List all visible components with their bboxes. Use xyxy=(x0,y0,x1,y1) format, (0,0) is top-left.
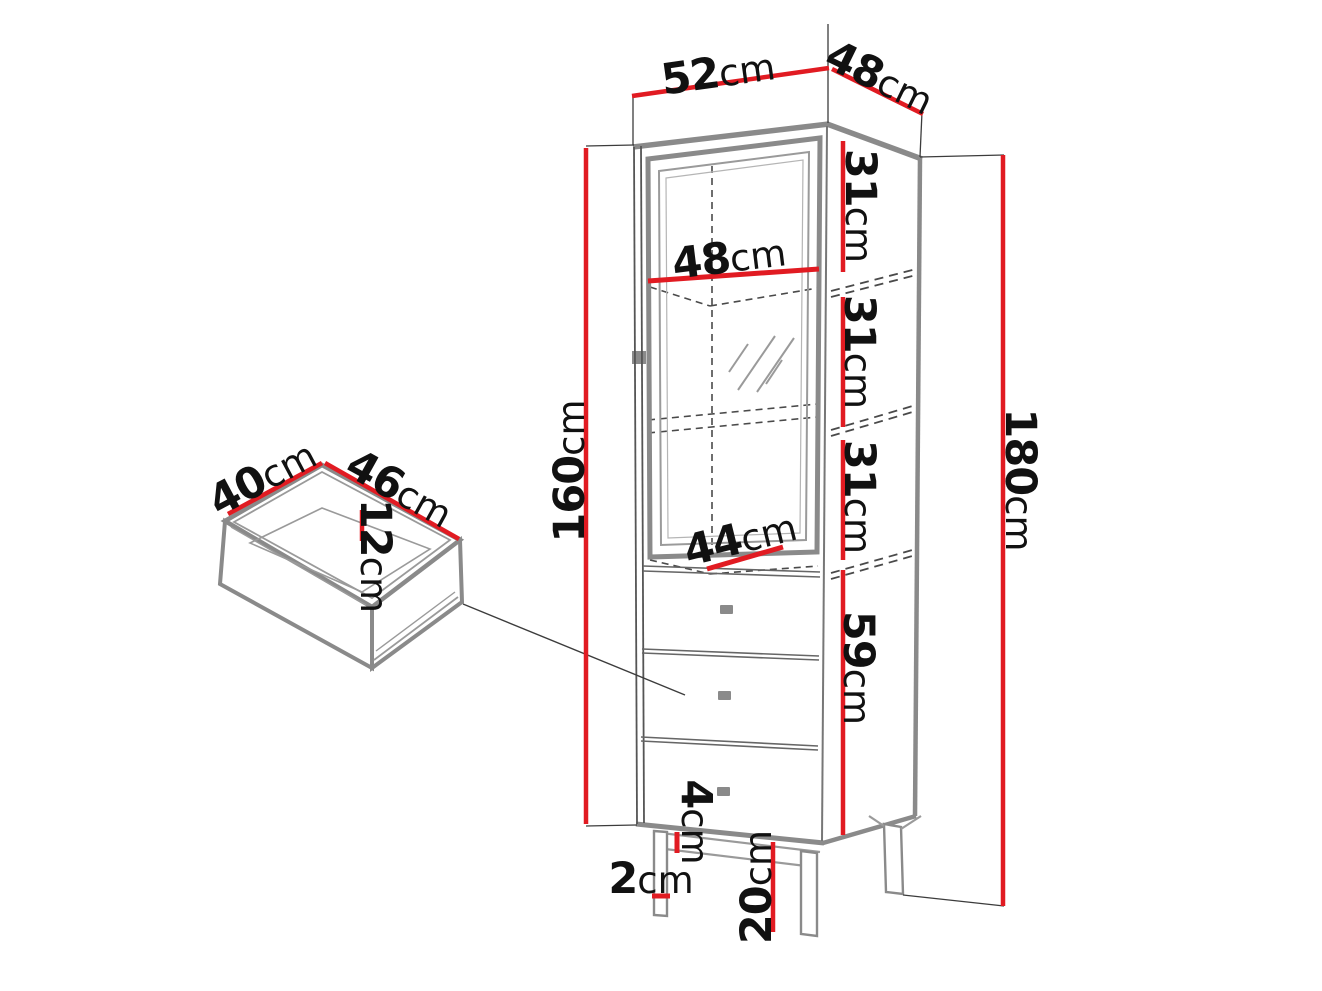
door-inner-frame xyxy=(657,150,811,547)
extension-lines xyxy=(585,24,1005,907)
reflection-stroke xyxy=(737,335,776,391)
drawer-area xyxy=(640,565,821,796)
left-edge-inner xyxy=(640,145,645,824)
label-lower-interior-width: 44cm xyxy=(679,501,802,577)
shelf2-dashed-b xyxy=(647,416,819,434)
reflection-stroke xyxy=(728,343,749,373)
interior-dashed-lines xyxy=(647,166,819,575)
drawer-interior-bottom xyxy=(248,507,432,593)
left-edge-outer xyxy=(633,146,638,825)
label-drawer-inner-height: 12cm xyxy=(350,499,400,613)
dim-line-lower-width xyxy=(706,544,784,572)
main-cabinet xyxy=(632,121,923,938)
label-drawer-section-height: 59cm xyxy=(833,611,883,725)
dim-line-drawer-depth xyxy=(226,461,324,516)
drawer-front-panel-line xyxy=(373,596,459,661)
reflection-stroke xyxy=(765,359,783,385)
drawer-detail xyxy=(217,462,686,696)
divider-line xyxy=(642,570,821,578)
label-shelf-section-1: 31cm xyxy=(835,149,885,263)
label-rail-height: 4cm xyxy=(671,779,721,864)
top-side-edge xyxy=(826,121,923,162)
side-bottom-edge xyxy=(822,813,917,846)
dimension-lines xyxy=(226,65,1006,932)
back-right-leg xyxy=(882,822,905,896)
cabinet-front-face xyxy=(634,125,828,842)
drawer-top-rim xyxy=(220,462,465,610)
label-top-depth: 48cm xyxy=(817,30,942,125)
extension-line xyxy=(919,154,1005,158)
extension-line xyxy=(585,144,635,147)
dim-line-top-width xyxy=(631,65,830,99)
drawer-front-panel-line xyxy=(375,591,456,652)
dim-line-drawer-width xyxy=(323,461,461,541)
drawer-handle xyxy=(717,787,730,796)
reflection-stroke xyxy=(756,337,795,393)
cabinet-side-face xyxy=(823,125,921,842)
back-right-edge xyxy=(912,157,923,817)
floor-extension-line xyxy=(902,894,1005,907)
extension-line xyxy=(919,111,923,158)
front-rail-bottom xyxy=(664,847,807,868)
front-right-corner-edge xyxy=(821,125,828,842)
cabinet-edges xyxy=(632,121,923,846)
door-outer-frame xyxy=(645,135,823,560)
label-body-height: 160cm xyxy=(545,399,595,542)
door-glass-edge xyxy=(665,159,804,539)
top-front-edge xyxy=(632,121,830,150)
front-rail-top xyxy=(652,830,821,854)
label-total-height: 180cm xyxy=(995,408,1045,551)
extension-line xyxy=(585,824,638,827)
drawer-divider xyxy=(641,652,820,661)
front-right-leg xyxy=(799,849,819,938)
divider-line xyxy=(642,565,821,573)
drawer-divider xyxy=(641,648,820,657)
label-shelf-section-2: 31cm xyxy=(834,295,884,409)
detail-leader-line xyxy=(462,603,686,696)
label-interior-width: 48cm xyxy=(669,226,788,290)
shelf2-dashed-a xyxy=(647,403,819,421)
dimension-labels: 52cm 48cm 160cm 180cm 31cm 31cm 31cm 59c… xyxy=(200,30,1045,944)
label-top-width: 52cm xyxy=(658,40,778,105)
drawer-divider xyxy=(640,736,819,747)
label-leg-thickness: 2cm xyxy=(608,854,693,904)
label-leg-height: 20cm xyxy=(732,830,782,944)
drawer-handle xyxy=(718,691,731,700)
shelf1-dashed-a xyxy=(649,286,711,307)
back-leg-bracket xyxy=(868,815,885,827)
glass-reflection xyxy=(728,335,795,393)
front-bottom-edge xyxy=(635,821,825,846)
drawer-handle xyxy=(720,605,733,614)
back-leg-bracket xyxy=(900,815,922,830)
label-shelf-section-3: 31cm xyxy=(834,440,884,554)
drawer-divider xyxy=(640,740,819,751)
dim-line-interior-width xyxy=(647,266,820,284)
dim-line-top-depth xyxy=(831,66,924,117)
shelf1-dashed-b xyxy=(709,287,819,307)
drawer-rim-inner xyxy=(232,470,452,600)
drawer-rim-edge-line xyxy=(230,526,367,606)
